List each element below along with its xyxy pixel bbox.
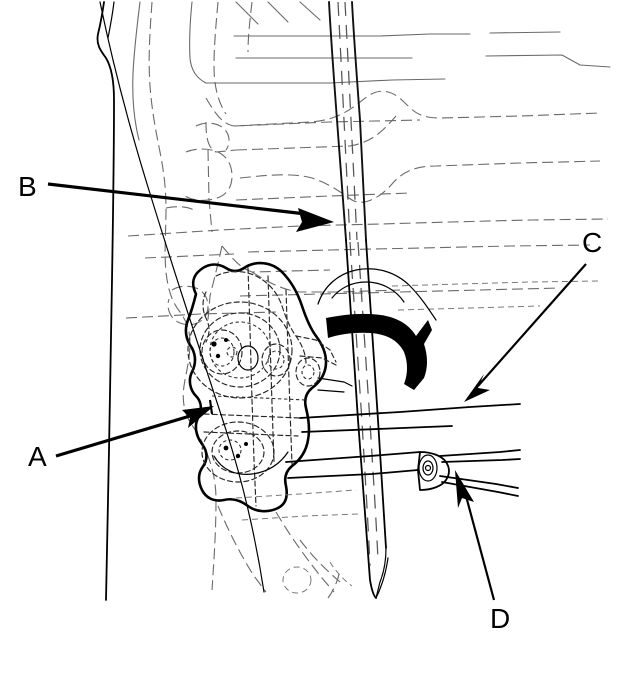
callout-leader-a bbox=[55, 399, 214, 458]
door-panel-left-edge bbox=[96, 1, 115, 601]
latch-hook-bracket bbox=[326, 313, 432, 390]
section-guide-line bbox=[99, 1, 265, 593]
callout-label-a: A bbox=[28, 441, 47, 472]
callout-label-c: C bbox=[582, 227, 602, 258]
door-inner-panel-contours bbox=[125, 1, 611, 321]
callout-label-d: D bbox=[490, 603, 510, 634]
callout-leader-c bbox=[464, 263, 587, 402]
door-sash-lines bbox=[328, 1, 367, 241]
callout-label-b: B bbox=[18, 171, 37, 202]
window-glass-guide bbox=[317, 268, 437, 321]
callout-leader-d bbox=[455, 470, 496, 601]
door-latch-assembly bbox=[184, 261, 353, 513]
door-panel-lower-contours bbox=[217, 489, 389, 599]
callout-leader-b bbox=[47, 182, 334, 232]
